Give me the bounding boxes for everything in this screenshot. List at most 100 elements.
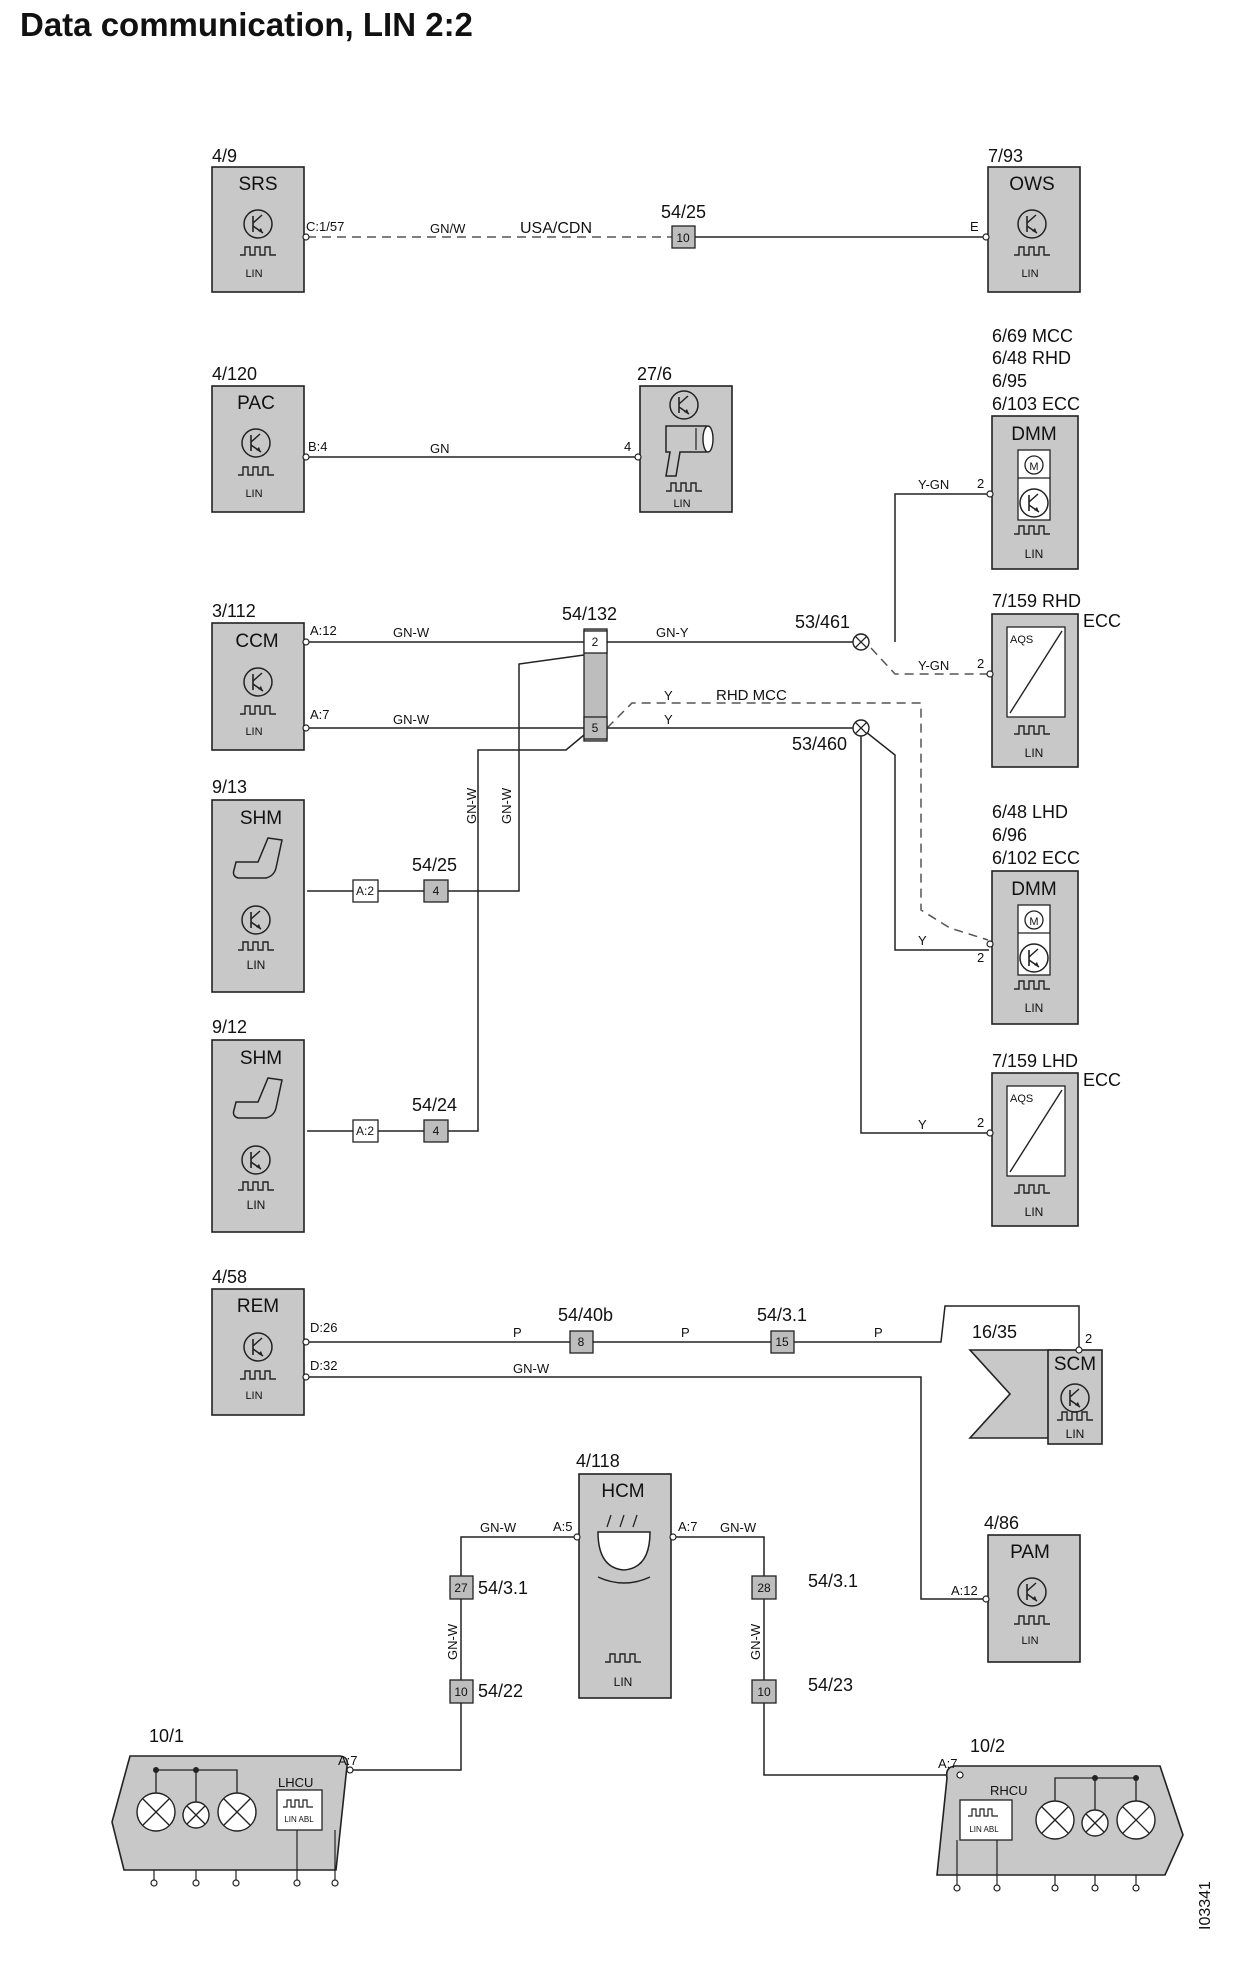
dmm-r-lin: LIN (1025, 547, 1044, 561)
rem-pin-d26-terminal (302, 1338, 310, 1346)
rhcu-pins (953, 1771, 1140, 1892)
component-ows: 7/93 OWS LIN E (970, 146, 1081, 293)
rhcu-sub: LIN ABL (969, 1825, 999, 1834)
rem-pin-d32-terminal (302, 1373, 310, 1381)
blower-id: 27/6 (637, 364, 672, 384)
wire-label-p3: P (874, 1325, 883, 1340)
dmm-l-lin: LIN (1025, 1001, 1044, 1015)
connector-5431-left: 27 54/3.1 (449, 1575, 528, 1600)
component-shm-1: 9/13 SHM LIN (211, 777, 305, 993)
connector-id: 54/22 (478, 1681, 523, 1701)
splice-icon (852, 633, 870, 651)
wire-label-hcm-left: GN-W (480, 1520, 517, 1535)
rem-pin-d32: D:32 (310, 1358, 337, 1373)
ccm-id: 3/112 (212, 601, 256, 621)
motor-icon: M (1017, 904, 1051, 976)
connector-54132: 54/132 2 5 (562, 604, 617, 742)
hcm-pin-right-terminal (669, 1533, 677, 1541)
connector-id: 54/3.1 (757, 1305, 807, 1325)
shm2-pin-box (352, 1119, 379, 1143)
lhcu-pins (150, 1766, 354, 1887)
connector-box (449, 1575, 474, 1600)
shm2-name: SHM (240, 1048, 282, 1069)
connector-5423: 10 54/23 (751, 1675, 853, 1704)
seat-cushion-shape (968, 1349, 1061, 1439)
connector-id: 54/40b (558, 1305, 613, 1325)
connector-id: 54/25 (661, 202, 706, 222)
shm2-id: 9/12 (212, 1017, 247, 1037)
page-title: Data communication, LIN 2:2 (20, 6, 473, 43)
scm-pin-terminal (1075, 1346, 1083, 1354)
connector-pin: 4 (433, 884, 440, 898)
connector-id: 54/23 (808, 1675, 853, 1695)
wire-note-usa-cdn: USA/CDN (520, 220, 592, 237)
rhcu-module (959, 1799, 1013, 1841)
pac-pin-terminal (302, 453, 310, 461)
rhcu-pin: A:7 (938, 1756, 958, 1771)
hcm-pin-right: A:7 (678, 1519, 698, 1534)
component-pac: 4/120 PAC LIN B:4 (211, 364, 328, 513)
seat-icon (232, 1077, 283, 1119)
wire-label-left-vertical: GN-W (445, 1623, 460, 1660)
aqs-l-pin: 2 (977, 1115, 984, 1130)
wire-rhcu (763, 1703, 960, 1776)
srs-name: SRS (238, 174, 277, 195)
shm1-name: SHM (240, 808, 282, 829)
component-hcm: 4/118 HCM LIN A:5 A:7 (553, 1451, 698, 1699)
scm-name: SCM (1054, 1354, 1096, 1375)
aqs-l-pin-terminal (986, 1129, 994, 1137)
rhcu-id: 10/2 (970, 1736, 1005, 1756)
aqs-r-lin: LIN (1025, 746, 1044, 760)
component-blower: 27/6 LIN 4 (624, 364, 733, 513)
dmm-l-id-1: 6/48 LHD (992, 802, 1068, 822)
wire-label-ygn-dmm: Y-GN (918, 477, 949, 492)
connector-5422: 10 54/22 (449, 1679, 523, 1704)
connector-pin: 8 (578, 1335, 585, 1349)
splice-53460: 53/460 (792, 719, 870, 754)
connector-pin: 27 (454, 1581, 468, 1595)
rem-id: 4/58 (212, 1267, 247, 1287)
splice-id: 53/460 (792, 734, 847, 754)
dmm-l-pin-terminal (986, 940, 994, 948)
shm1-box (211, 799, 305, 993)
wire-label-gnw-a12: GN-W (393, 625, 430, 640)
aqs-l-lin: LIN (1025, 1205, 1044, 1219)
connector-5431-right: 28 54/3.1 (751, 1571, 858, 1600)
wire-p3 (794, 1305, 1080, 1350)
srs-pin-terminal (302, 233, 310, 241)
wires (307, 236, 1080, 1776)
rem-name: REM (237, 1296, 279, 1317)
dmm-l-name: DMM (1011, 879, 1056, 900)
srs-lin: LIN (245, 268, 262, 280)
splice-icon (852, 719, 870, 737)
shm1-lin: LIN (247, 958, 266, 972)
wire-label-gn: GN (430, 441, 450, 456)
pac-name: PAC (237, 393, 275, 414)
wire-ygn-dmm (894, 493, 989, 642)
wire-label-gnw-v2: GN-W (499, 787, 514, 824)
dmm-r-name: DMM (1011, 424, 1056, 445)
pam-lin: LIN (1021, 1635, 1038, 1647)
srs-pin: C:1/57 (306, 219, 344, 234)
wire-label-gnw-srs: GN/W (430, 221, 466, 236)
component-rhcu: 10/2 RHCU LIN ABL A:7 (936, 1736, 1184, 1892)
bulb-icons (1035, 1775, 1156, 1840)
connector-5425-shm: 54/25 4 (412, 855, 457, 903)
wire-label-rhd-mcc: RHD MCC (716, 687, 787, 704)
dmm-l-id-3: 6/102 ECC (992, 848, 1080, 868)
connector-box (770, 1330, 795, 1354)
connector-pin: 28 (757, 1581, 771, 1595)
pac-id: 4/120 (212, 364, 257, 384)
ccm-pin-a7: A:7 (310, 707, 330, 722)
aqs-sensor-icon (1006, 626, 1066, 718)
svg-text:M: M (1029, 461, 1038, 473)
component-scm: 16/35 SCM LIN 2 (968, 1322, 1103, 1445)
connector-5425-top: 54/25 10 (661, 202, 706, 249)
wire-label-y-rhd: Y (664, 688, 673, 703)
splice-53461: 53/461 (795, 612, 870, 651)
blower-pin: 4 (624, 439, 631, 454)
srs-id: 4/9 (212, 146, 237, 166)
connector-id: 54/132 (562, 604, 617, 624)
wire-rem-pam (307, 1376, 989, 1600)
